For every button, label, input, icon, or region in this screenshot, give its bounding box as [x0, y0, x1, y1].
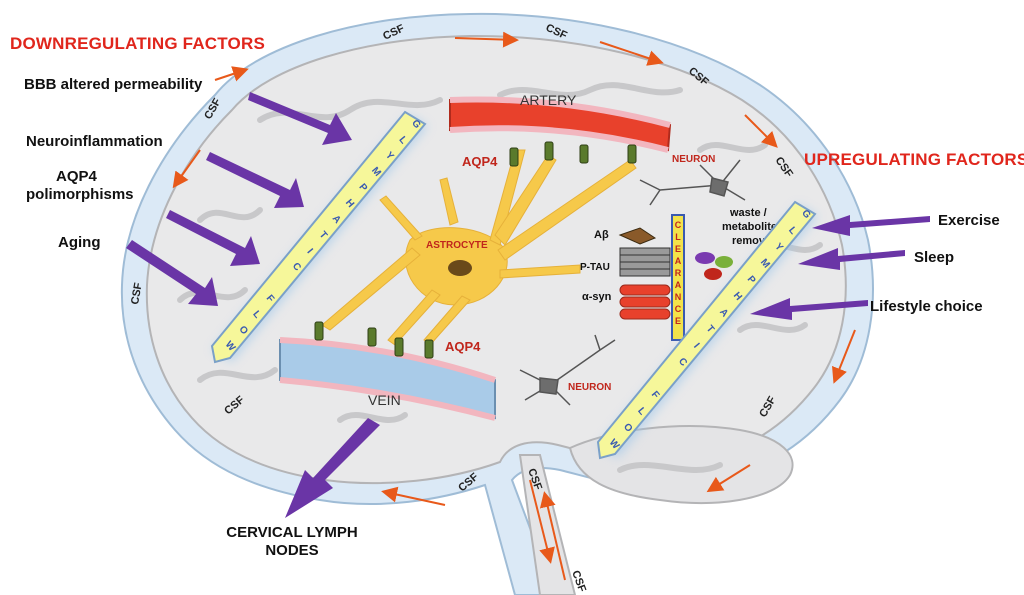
artery [449, 96, 672, 153]
factor-polimorphisms: polimorphisms [26, 186, 134, 203]
astrocyte-label: ASTROCYTE [426, 240, 488, 251]
factor-bbb: BBB altered permeability [24, 76, 203, 93]
waste-icon [695, 252, 733, 280]
glymphatic-flow-left [210, 110, 428, 364]
aqp4-label-bottom: AQP4 [445, 339, 481, 354]
glymphatic-flow-right [596, 200, 818, 460]
ptau-label: P-TAU [580, 262, 610, 273]
arrow-lifestyle [750, 298, 868, 320]
ptau-icon [619, 247, 671, 277]
clearance-bar [671, 214, 685, 341]
factor-neuroinflammation: Neuroinflammation [26, 133, 163, 150]
asyn-icon [619, 284, 671, 320]
arrow-bbb [248, 92, 352, 145]
astrocyte-nucleus [448, 260, 472, 276]
arrow-sleep [798, 248, 905, 270]
factor-lifestyle: Lifestyle choice [870, 298, 983, 315]
waste-label-2: metabolite [722, 221, 777, 233]
vein [279, 337, 496, 421]
csf-label: CSF [129, 281, 145, 305]
neuron-bottom [519, 334, 616, 406]
factor-aging: Aging [58, 234, 101, 251]
flow-letter: I [691, 341, 701, 350]
arrow-aging [126, 240, 218, 306]
flow-letter: I [305, 247, 315, 256]
flow-letter: T [317, 230, 329, 242]
waste-label-1: waste / [729, 207, 767, 219]
factor-sleep: Sleep [914, 249, 955, 266]
neuron-top [639, 159, 746, 206]
flow-letter: F [264, 293, 276, 305]
neuron-label-top: NEURON [672, 154, 715, 165]
vein-label: VEIN [368, 392, 401, 408]
up-arrows [750, 215, 930, 320]
downregulating-heading: DOWNREGULATING FACTORS [10, 34, 265, 53]
aqp4-label-top: AQP4 [462, 154, 498, 169]
flow-letter: L [396, 134, 408, 146]
flow-letter: L [635, 406, 647, 418]
lymph-nodes-line1: CERVICAL LYMPH [226, 524, 358, 541]
factor-exercise: Exercise [938, 212, 1000, 229]
flow-letter: F [649, 389, 661, 401]
arrow-aqp4 [166, 210, 260, 266]
aqp4-channels [314, 141, 637, 359]
arrow-exercise [812, 215, 930, 236]
lymph-nodes-line2: NODES [265, 542, 319, 559]
arrow-lymph [285, 418, 380, 518]
neuron-label-bottom: NEURON [568, 382, 611, 393]
arrow-neuroinflammation [206, 152, 304, 208]
abeta-icon [618, 227, 657, 245]
down-arrows [126, 92, 380, 518]
artery-label: ARTERY [520, 92, 577, 108]
csf-flow-arrows [172, 31, 856, 581]
factor-aqp4: AQP4 [56, 168, 97, 185]
upregulating-heading: UPREGULATING FACTORS [804, 150, 1024, 169]
flow-letter: L [786, 225, 798, 237]
flow-letter: T [704, 324, 716, 336]
asyn-label: α-syn [582, 291, 612, 303]
abeta-label: Aβ [594, 229, 609, 241]
flow-letter: L [250, 309, 262, 321]
